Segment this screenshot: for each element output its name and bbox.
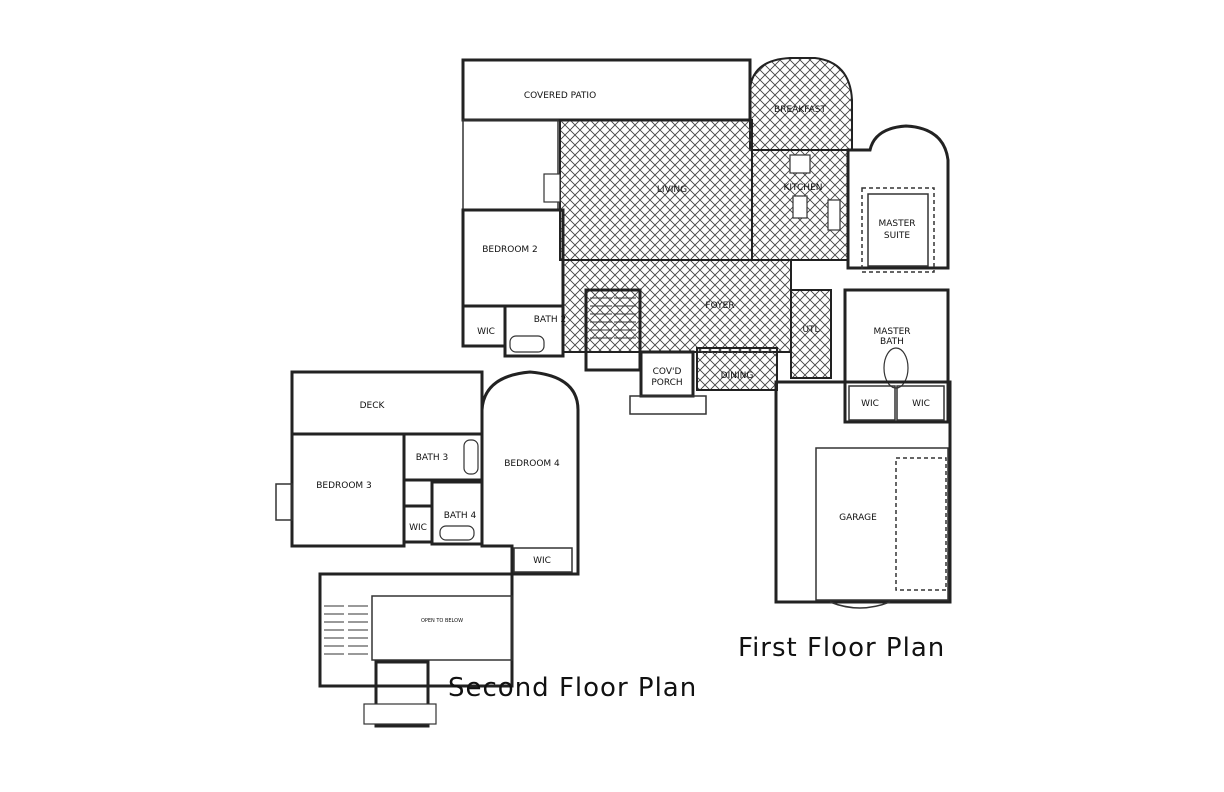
label-wic-bedroom-3: WIC bbox=[409, 523, 427, 533]
label-master-wic-right: WIC bbox=[912, 399, 930, 409]
label-bath-4: BATH 4 bbox=[444, 511, 477, 521]
bedroom-2 bbox=[461, 208, 565, 308]
label-bedroom-3: BEDROOM 3 bbox=[316, 481, 372, 491]
first-floor-plan-title: First Floor Plan bbox=[738, 633, 945, 663]
label-utility: UTL bbox=[802, 325, 819, 335]
label-master-suite-line2: SUITE bbox=[884, 231, 910, 241]
label-master-wic-left: WIC bbox=[861, 399, 879, 409]
second-floor-plan-title: Second Floor Plan bbox=[448, 673, 697, 703]
master-suite bbox=[846, 124, 950, 270]
garage-door bbox=[829, 601, 891, 609]
label-kitchen: KITCHEN bbox=[784, 183, 823, 193]
label-breakfast: BREAKFAST bbox=[774, 105, 826, 115]
label-master-suite-line1: MASTER bbox=[878, 219, 915, 229]
second-floor-plan bbox=[275, 370, 580, 728]
label-bedroom-2: BEDROOM 2 bbox=[482, 245, 538, 255]
first-floor-plan bbox=[461, 57, 952, 609]
label-covd-porch-line2: PORCH bbox=[651, 378, 682, 388]
open-to-below-area bbox=[371, 595, 513, 661]
utility-room bbox=[790, 289, 832, 379]
label-bath-2: BATH 2 bbox=[534, 315, 566, 325]
breakfast-bay bbox=[749, 57, 853, 151]
dining-room bbox=[696, 347, 778, 391]
landing-base bbox=[363, 703, 437, 725]
kitchen-sink bbox=[789, 154, 811, 174]
master-bath bbox=[843, 288, 950, 424]
label-garage: GARAGE bbox=[839, 513, 877, 523]
fireplace bbox=[543, 173, 561, 203]
first-floor-stair bbox=[584, 288, 642, 372]
label-dining: DINING bbox=[721, 371, 754, 381]
bath-4-tub bbox=[439, 525, 475, 541]
bedroom-3-window bbox=[275, 483, 293, 521]
second-floor-stair-treads bbox=[324, 605, 368, 655]
kitchen-range bbox=[827, 199, 841, 231]
label-living: LIVING bbox=[657, 185, 687, 195]
label-open-to-below: OPEN TO BELOW bbox=[421, 618, 463, 624]
living-room bbox=[559, 119, 753, 261]
wic-bedroom-4 bbox=[513, 547, 573, 573]
label-bedroom-4: BEDROOM 4 bbox=[504, 459, 560, 469]
stair-landing bbox=[374, 660, 430, 728]
label-covd-porch-line1: COV'D bbox=[653, 367, 682, 377]
label-deck: DECK bbox=[360, 401, 386, 411]
label-wic-bedroom-2: WIC bbox=[477, 327, 495, 337]
kitchen-island bbox=[792, 195, 808, 219]
first-floor-stair-treads bbox=[590, 297, 636, 339]
label-bath-3: BATH 3 bbox=[416, 453, 448, 463]
label-master-bath-line2: BATH bbox=[880, 337, 904, 347]
master-tub bbox=[883, 347, 909, 389]
garage-outline bbox=[774, 380, 952, 604]
deck-area bbox=[290, 370, 484, 436]
garage-interior bbox=[815, 447, 949, 601]
master-bed bbox=[867, 193, 929, 267]
garage-parking-outline bbox=[895, 457, 947, 591]
label-wic-bedroom-4: WIC bbox=[533, 556, 551, 566]
bath-2-tub bbox=[509, 335, 545, 353]
bedroom-4 bbox=[480, 370, 580, 576]
covered-patio-area bbox=[461, 58, 752, 122]
bath-3-tub bbox=[463, 439, 479, 475]
label-foyer: FOYER bbox=[705, 301, 734, 311]
label-covered-patio: COVERED PATIO bbox=[524, 91, 596, 101]
wic-bedroom-2 bbox=[461, 304, 507, 348]
label-master-bath-line1: MASTER bbox=[873, 327, 910, 337]
master-wic-right bbox=[896, 385, 945, 421]
master-wic-left bbox=[848, 385, 896, 421]
porch-steps bbox=[629, 395, 707, 415]
master-bed-area bbox=[861, 187, 935, 273]
